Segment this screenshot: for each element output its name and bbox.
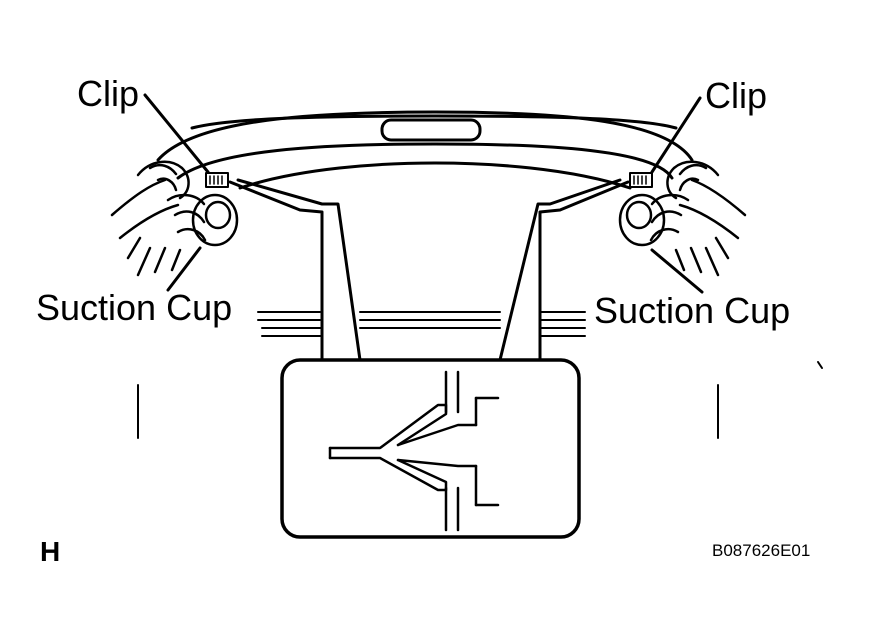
door-seams bbox=[257, 311, 823, 369]
suction-cup-label-left: Suction Cup bbox=[36, 287, 233, 328]
view-letter: H bbox=[40, 536, 61, 567]
clip-label-left: Clip bbox=[77, 73, 140, 114]
suction-cup-label-right: Suction Cup bbox=[594, 290, 791, 331]
clip-label-right: Clip bbox=[705, 75, 768, 116]
detail-callout-box bbox=[280, 358, 581, 539]
stop-lamp bbox=[380, 118, 482, 142]
leader-lines bbox=[143, 93, 704, 294]
garnish-inner-edge bbox=[238, 161, 632, 190]
clip-right bbox=[629, 172, 653, 188]
right-hand-with-suction-cup bbox=[618, 160, 747, 277]
clip-detail bbox=[328, 370, 500, 532]
left-hand-with-suction-cup bbox=[110, 160, 239, 277]
callout-lines bbox=[228, 178, 630, 362]
door-garnish bbox=[156, 110, 694, 180]
clip-hatching bbox=[209, 175, 647, 185]
figure-code: B087626E01 bbox=[712, 541, 811, 560]
clip-left bbox=[205, 172, 229, 188]
